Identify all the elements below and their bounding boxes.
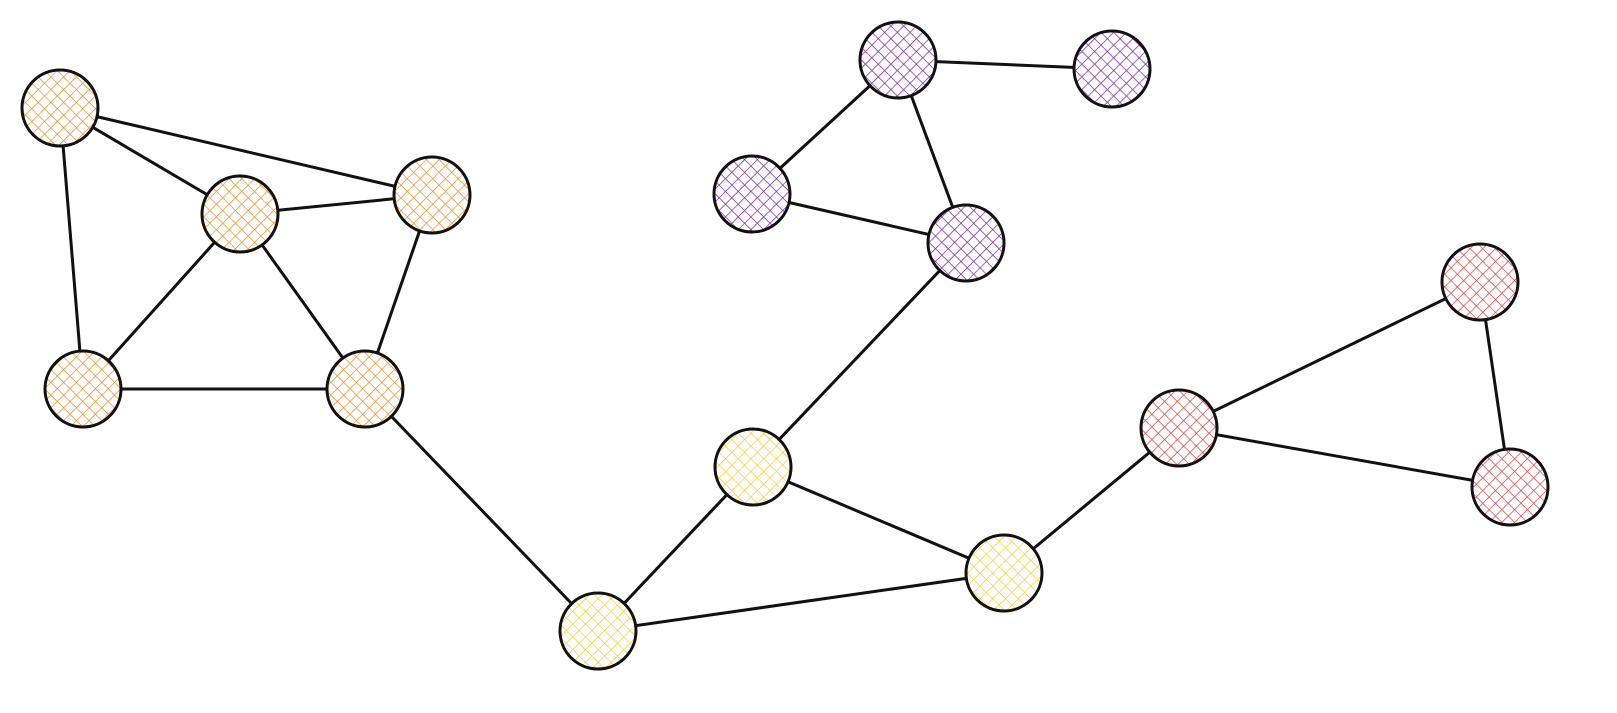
edge-y2-y3 — [751, 465, 1006, 575]
edge-r1-r3 — [1177, 426, 1512, 489]
edge-o1-o3 — [58, 106, 434, 197]
node-y2 — [713, 427, 793, 507]
edge-y1-y3 — [596, 571, 1006, 633]
edge-y2-p4 — [751, 241, 968, 469]
node-y3 — [964, 533, 1044, 613]
edges-layer — [58, 58, 1512, 633]
node-r2 — [1440, 242, 1520, 322]
node-r1 — [1139, 388, 1219, 468]
edge-o1-o4 — [58, 106, 85, 391]
node-p1 — [858, 20, 938, 100]
node-o1 — [20, 68, 100, 148]
node-p3 — [712, 154, 792, 234]
edge-r1-r2 — [1177, 280, 1482, 430]
nodes-layer — [20, 20, 1550, 671]
node-y1 — [558, 591, 638, 671]
node-o5 — [325, 349, 405, 429]
node-p4 — [926, 203, 1006, 283]
node-o4 — [43, 349, 123, 429]
node-o3 — [392, 155, 472, 235]
node-p2 — [1072, 29, 1152, 109]
node-o2 — [200, 174, 280, 254]
node-r3 — [1470, 447, 1550, 527]
edge-o5-y1 — [363, 387, 600, 633]
